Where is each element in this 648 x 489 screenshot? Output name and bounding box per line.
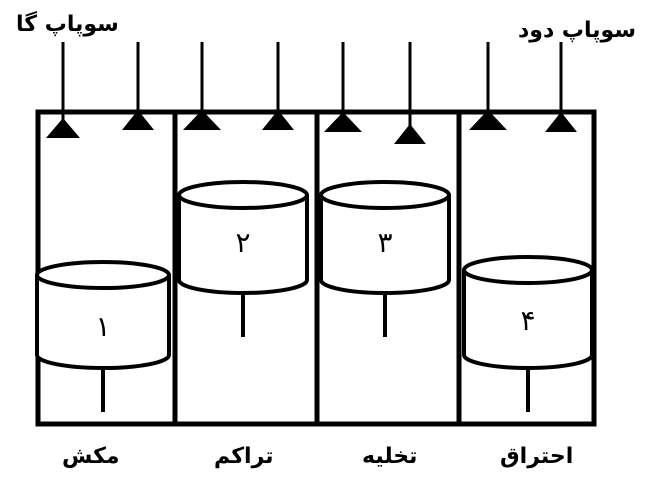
cylinder-2-number: ۲ (235, 226, 250, 259)
valves-cylinder-2 (183, 42, 294, 130)
piston-3: ۳ (319, 180, 451, 337)
piston-4: ۴ (462, 255, 594, 412)
piston-2: ۲ (177, 180, 309, 337)
intake-valve-label: سوپاپ گا (16, 12, 119, 37)
exhaust-valve-icon (122, 110, 154, 130)
valves-cylinder-4 (469, 42, 577, 132)
piston-1: ۱ (35, 260, 171, 412)
intake-valve-icon (46, 118, 80, 138)
stroke-label-power: احتراق (500, 444, 574, 469)
exhaust-valve-label: سوپاپ دود (518, 18, 636, 43)
stroke-label-exhaust: تخلیه (362, 444, 418, 469)
cylinder-3-number: ۳ (377, 226, 392, 259)
cylinder-1-number: ۱ (95, 310, 110, 343)
intake-valve-icon (469, 110, 507, 130)
exhaust-valve-icon (394, 124, 426, 144)
stroke-label-intake: مکش (62, 444, 120, 469)
stroke-label-compression: تراکم (214, 444, 274, 469)
intake-valve-icon (183, 110, 221, 130)
exhaust-valve-icon (545, 112, 577, 132)
cylinder-4-number: ۴ (520, 304, 535, 337)
valves-cylinder-3 (324, 42, 426, 144)
valves-cylinder-1 (46, 42, 154, 138)
exhaust-valve-icon (262, 110, 294, 130)
intake-valve-icon (324, 112, 362, 132)
